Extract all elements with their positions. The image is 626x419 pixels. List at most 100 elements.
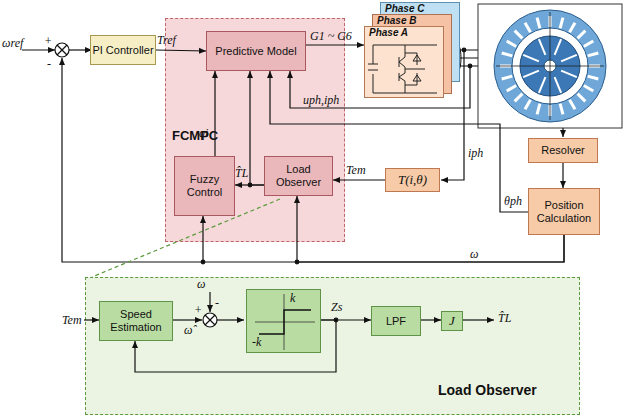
signal-wires: [290, 66, 470, 108]
signal-wires: [468, 64, 472, 68]
fcmpc-region: FCMPCPredictive ModelFuzzy ControlLoad O…: [165, 18, 345, 242]
sign-curve: [255, 294, 315, 350]
motor: [561, 55, 577, 62]
motor: [525, 23, 531, 33]
signal-arrow: [156, 50, 206, 51]
inverter-leg: [405, 53, 421, 85]
signal-arrow: [421, 319, 441, 320]
motor: [523, 55, 539, 62]
box-label: Fuzzy Control: [175, 173, 234, 199]
motor: [537, 104, 540, 115]
signal-wires: [205, 315, 215, 325]
speed-signal: ω: [470, 247, 478, 261]
motor: [578, 94, 586, 102]
motor: [570, 23, 576, 33]
sum-sign: -: [215, 296, 219, 310]
motor: [515, 94, 523, 102]
estimated-speed: ω̂: [184, 323, 192, 337]
motor: [502, 53, 513, 56]
observer-box: Load Observer: [264, 156, 333, 196]
sum-sign: -: [47, 57, 51, 71]
box-label: PI Controller: [92, 44, 153, 57]
signal-label: T̂L: [235, 166, 248, 180]
motor: [539, 77, 546, 93]
signal-wires: [562, 128, 563, 137]
signal-wires: [205, 315, 215, 325]
signal-wires: [84, 319, 99, 320]
signal-arrow: [203, 216, 564, 262]
output-signal: T̂L: [498, 311, 511, 325]
signal-arrow: [270, 71, 528, 212]
phase-module: Phase A: [364, 26, 444, 98]
motor: [539, 39, 546, 55]
signal-label: qi: [199, 126, 208, 140]
motor: [525, 100, 531, 110]
signal-wires: [69, 49, 92, 50]
inverter-leg: [368, 45, 437, 93]
signal-arrow: [562, 163, 563, 188]
lpf-box: LPF: [371, 306, 421, 336]
motor: [588, 53, 599, 56]
motor: [502, 76, 513, 79]
box-label: J: [449, 314, 455, 328]
box-label: Resolver: [541, 144, 584, 157]
motor: [523, 71, 539, 78]
signal-wires: [62, 58, 203, 262]
reference-signal: ωref: [2, 36, 23, 50]
box-label: Load Observer: [265, 163, 332, 189]
signal-wires: [462, 319, 494, 320]
motor: [588, 76, 599, 79]
callout-leader: [92, 199, 280, 277]
signal-wires: [22, 43, 563, 327]
level-label: k: [290, 291, 295, 305]
signal-arrow: [333, 179, 385, 180]
phase-label: Phase A: [369, 27, 408, 39]
motor: [555, 39, 562, 55]
box-label: LPF: [386, 315, 406, 328]
model-box: Predictive Model: [206, 31, 306, 71]
signal-wires: [209, 292, 210, 312]
panel-title: Load Observer: [438, 384, 537, 397]
signal-arrow: [250, 71, 264, 185]
motor: [578, 31, 586, 39]
signal-wires: [462, 48, 466, 52]
motor: [555, 77, 562, 93]
position-box: Position Calculation: [528, 188, 600, 235]
input-signal: Tem: [62, 313, 82, 327]
motor: [507, 86, 517, 92]
signal-wires: [217, 319, 244, 320]
box-label: Predictive Model: [215, 45, 296, 58]
signal-label: Zs: [331, 300, 342, 314]
motor: [507, 41, 517, 47]
motor: [494, 10, 606, 122]
fuzzy-box: Fuzzy Control: [174, 156, 235, 216]
current-signal: iph: [468, 146, 483, 160]
speed-signal: ω: [197, 277, 205, 291]
signal-wires: [57, 45, 67, 55]
signal-wires: [203, 313, 217, 327]
motor: [550, 12, 551, 120]
torque-table: T(i,θ): [385, 168, 440, 192]
pi-controller: PI Controller: [90, 35, 156, 65]
resolver-box: Resolver: [528, 138, 598, 163]
box-label: Position Calculation: [529, 199, 599, 225]
motor: [570, 100, 576, 110]
motor: [515, 31, 523, 39]
speed-estimator: Speed Estimation: [99, 301, 173, 341]
signal-wires: [455, 45, 461, 71]
box-label: T(i,θ): [398, 173, 427, 187]
signal-wires: [57, 45, 67, 55]
signal-label: Tem: [346, 163, 366, 177]
signal-label: θph: [504, 194, 522, 208]
signal-arrow: [297, 196, 564, 262]
signal-wires: [55, 43, 69, 57]
motor: [560, 18, 563, 29]
sum-sign: +: [44, 34, 52, 48]
signal-wires: [441, 50, 464, 180]
signal-wires: [22, 49, 55, 50]
sign-function: k-k: [246, 289, 321, 353]
signal-wires: [170, 319, 202, 320]
signal-label: Tref: [157, 33, 176, 47]
motor: [584, 41, 594, 47]
motor: [478, 4, 622, 128]
